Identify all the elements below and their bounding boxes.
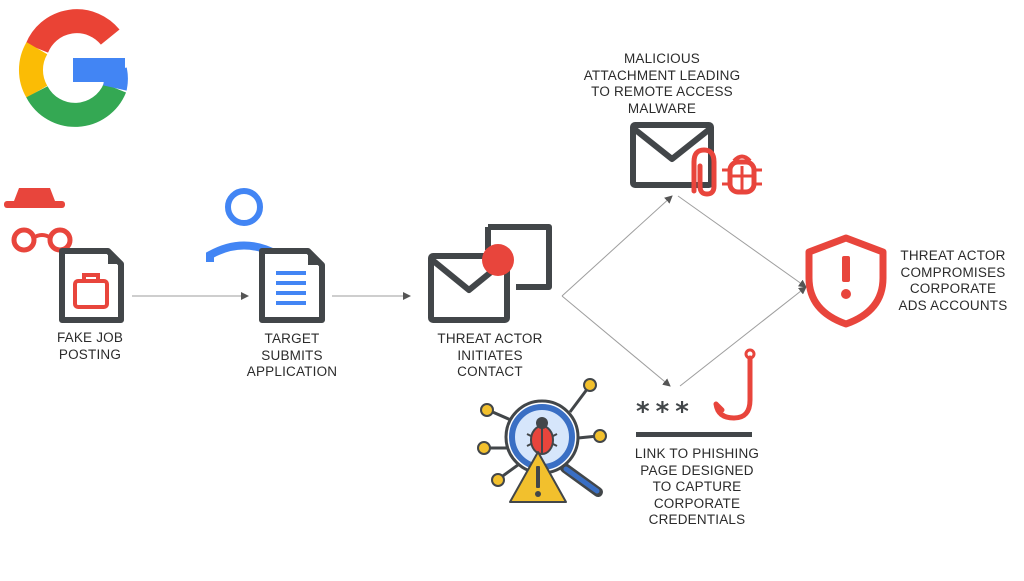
spy-icon	[4, 188, 73, 253]
label-line: FAKE JOB	[56, 330, 124, 345]
password-hook-icon: ***	[636, 348, 756, 437]
label-line: PAGE DESIGNED	[640, 462, 754, 478]
application-document-icon	[259, 248, 325, 323]
edge-attachment-to-compromise	[677, 195, 807, 288]
edge-contact-to-phishing	[561, 295, 671, 387]
magnifier-bug-warning-icon	[477, 378, 607, 503]
google-g-logo	[19, 9, 128, 127]
label-line: TO CAPTURE	[652, 479, 742, 494]
label-line: ADS ACCOUNTS	[898, 297, 1008, 313]
label-line: POSTING	[58, 346, 122, 362]
label-threat-actor-initiates-contact: THREAT ACTOR INITIATES CONTACT	[420, 331, 560, 381]
label-target-submits-application: TARGET SUBMITS APPLICATION	[232, 331, 352, 381]
label-line: COMPROMISES	[900, 264, 1006, 280]
label-fake-job-posting: FAKE JOB POSTING	[40, 330, 140, 363]
mail-attachment-bug-icon	[630, 122, 762, 197]
edge-contact-to-attachment	[561, 195, 673, 297]
edge-phishing-to-compromise	[679, 286, 807, 387]
label-line: ATTACHMENT LEADING	[583, 67, 741, 83]
label-line: THREAT ACTOR	[900, 248, 1006, 263]
label-line: APPLICATION	[246, 364, 338, 379]
edges	[132, 195, 807, 387]
label-line: MALWARE	[627, 100, 697, 116]
label-phishing-link: LINK TO PHISHING PAGE DESIGNED TO CAPTUR…	[617, 446, 777, 529]
label-line: LINK TO PHISHING	[634, 446, 760, 461]
label-line: CORPORATE	[653, 495, 741, 511]
label-compromises-ads-accounts: THREAT ACTOR COMPROMISES CORPORATE ADS A…	[890, 248, 1016, 314]
label-line: THREAT ACTOR	[437, 331, 543, 346]
mail-chat-icon	[428, 224, 552, 323]
label-line: TARGET	[264, 331, 320, 346]
label-line: CONTACT	[457, 364, 523, 379]
label-line: CREDENTIALS	[648, 512, 746, 527]
label-line: MALICIOUS	[623, 51, 701, 66]
label-line: SUBMITS	[261, 347, 323, 363]
label-line: CORPORATE	[909, 281, 997, 296]
document-briefcase-icon	[59, 248, 124, 323]
svg-text:***: ***	[636, 397, 695, 427]
label-line: INITIATES	[457, 347, 523, 363]
shield-alert-icon	[805, 234, 887, 328]
label-line: TO REMOTE ACCESS	[591, 84, 733, 99]
label-malicious-attachment: MALICIOUS ATTACHMENT LEADING TO REMOTE A…	[577, 51, 747, 117]
